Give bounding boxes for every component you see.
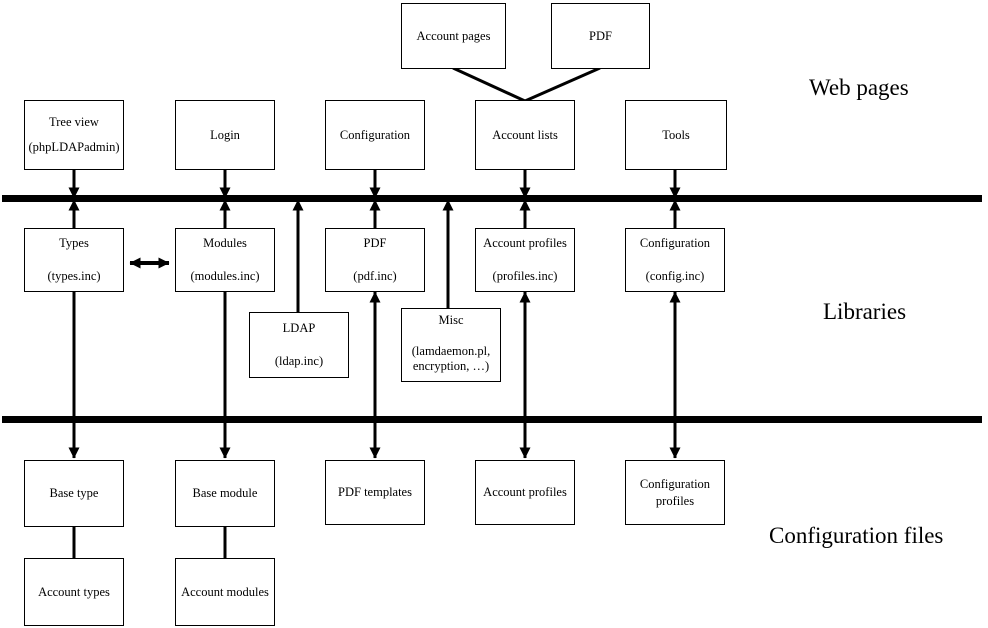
node-pdf-page-label: PDF — [589, 28, 612, 43]
node-account-pages[interactable]: Account pages — [401, 3, 506, 69]
connector-account-pages-to-account-lists — [452, 66, 526, 103]
node-account-lists-label: Account lists — [492, 127, 558, 142]
node-configuration-page-label: Configuration — [339, 127, 411, 142]
node-misc-library-file-line1: (lamdaemon.pl, — [411, 343, 491, 358]
node-misc-library-title: Misc — [438, 313, 464, 327]
node-pdf-library-title: PDF — [363, 236, 387, 251]
node-pdf-page[interactable]: PDF — [551, 3, 650, 69]
node-account-profiles-library[interactable]: Account profiles (profiles.inc) — [475, 228, 575, 292]
node-account-profiles-files-label: Account profiles — [483, 485, 567, 500]
node-ldap-library[interactable]: LDAP (ldap.inc) — [249, 312, 349, 378]
node-tree-view-title: Tree view — [49, 115, 99, 130]
node-pdf-library-file: (pdf.inc) — [353, 269, 397, 283]
node-pdf-library[interactable]: PDF (pdf.inc) — [325, 228, 425, 292]
node-account-profiles-library-file: (profiles.inc) — [492, 269, 558, 283]
node-modules-library[interactable]: Modules (modules.inc) — [175, 228, 275, 292]
node-login[interactable]: Login — [175, 100, 275, 170]
node-configuration-library-file: (config.inc) — [645, 269, 705, 283]
band-label-web-pages: Web pages — [809, 75, 909, 100]
node-tools-label: Tools — [662, 127, 690, 142]
node-ldap-library-title: LDAP — [282, 321, 316, 336]
node-account-types-label: Account types — [38, 584, 110, 599]
node-account-profiles-files[interactable]: Account profiles — [475, 460, 575, 525]
separator-bar-libraries-configuration — [2, 416, 982, 423]
node-base-module[interactable]: Base module — [175, 460, 275, 527]
node-account-modules-label: Account modules — [181, 584, 269, 599]
node-base-type[interactable]: Base type — [24, 460, 124, 527]
node-misc-library[interactable]: Misc (lamdaemon.pl, encryption, …) — [401, 308, 501, 382]
node-tools[interactable]: Tools — [625, 100, 727, 170]
node-misc-library-file-line2: encryption, …) — [412, 359, 490, 374]
connector-pdf-to-account-lists — [524, 66, 601, 103]
node-types-library-title: Types — [59, 236, 89, 251]
node-tree-view-subtitle: (phpLDAPadmin) — [28, 140, 120, 154]
node-account-types[interactable]: Account types — [24, 558, 124, 626]
node-tree-view[interactable]: Tree view (phpLDAPadmin) — [24, 100, 124, 170]
node-types-library-file: (types.inc) — [47, 269, 101, 283]
node-configuration-library-title: Configuration — [639, 236, 711, 251]
node-configuration-profiles-files-label-line2: profiles — [655, 493, 695, 508]
node-base-module-label: Base module — [192, 486, 258, 501]
node-account-profiles-library-title: Account profiles — [483, 236, 567, 251]
band-label-configuration-files: Configuration files — [769, 523, 944, 548]
node-ldap-library-file: (ldap.inc) — [274, 354, 324, 368]
band-label-libraries: Libraries — [823, 299, 907, 324]
node-pdf-templates-label: PDF templates — [338, 485, 412, 500]
node-configuration-profiles-files-label-line1: Configuration — [639, 476, 711, 491]
separator-bar-web-libraries — [2, 195, 982, 202]
node-configuration-page[interactable]: Configuration — [325, 100, 425, 170]
node-account-lists[interactable]: Account lists — [475, 100, 575, 170]
node-modules-library-title: Modules — [203, 236, 247, 251]
node-account-pages-label: Account pages — [416, 28, 491, 43]
node-pdf-templates[interactable]: PDF templates — [325, 460, 425, 525]
node-configuration-library[interactable]: Configuration (config.inc) — [625, 228, 725, 292]
node-login-label: Login — [210, 127, 240, 142]
node-configuration-profiles-files[interactable]: Configuration profiles — [625, 460, 725, 525]
node-base-type-label: Base type — [49, 486, 99, 501]
node-types-library[interactable]: Types (types.inc) — [24, 228, 124, 292]
node-account-modules[interactable]: Account modules — [175, 558, 275, 626]
node-modules-library-file: (modules.inc) — [190, 269, 260, 283]
